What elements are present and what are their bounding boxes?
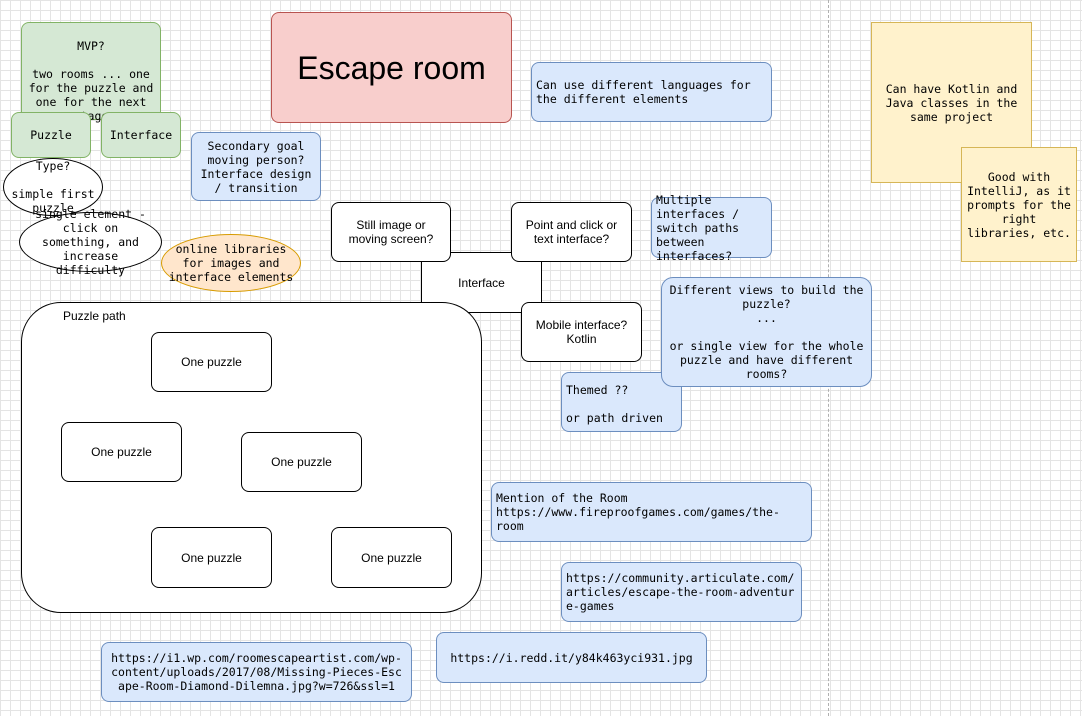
kotlin-java-text: Can have Kotlin and Java classes in the …: [885, 81, 1018, 124]
still-image-node[interactable]: Still image or moving screen?: [331, 202, 451, 262]
articulate-link: https://community.articulate.com/article…: [566, 571, 795, 613]
puzzle-node[interactable]: Puzzle: [11, 112, 91, 158]
interface-label: Interface: [109, 128, 173, 142]
type-ellipse[interactable]: Type? simple first puzzle: [3, 158, 103, 216]
puzzle-node-label: One puzzle: [271, 455, 332, 469]
different-views-text: Different views to build the puzzle? ...…: [669, 283, 864, 381]
wp-link: https://i1.wp.com/roomescapeartist.com/w…: [111, 651, 402, 693]
type-text: Type? simple first puzzle: [11, 159, 95, 215]
intellij-text: Good with IntelliJ, as it prompts for th…: [967, 169, 1071, 240]
mention-room-note[interactable]: Mention of the Room https://www.fireproo…: [491, 482, 812, 542]
secondary-goal-note[interactable]: Secondary goal moving person? Interface …: [191, 132, 321, 201]
redd-note[interactable]: https://i.redd.it/y84k463yci931.jpg: [436, 632, 707, 683]
languages-text: Can use different languages for the diff…: [536, 78, 751, 106]
puzzle-node-1[interactable]: One puzzle: [151, 332, 272, 392]
interface-node[interactable]: Interface: [101, 112, 181, 158]
multiple-interfaces-note[interactable]: Multiple interfaces / switch paths betwe…: [651, 193, 772, 263]
secondary-goal-text: Secondary goal moving person? Interface …: [200, 138, 312, 195]
wp-note[interactable]: https://i1.wp.com/roomescapeartist.com/w…: [101, 642, 412, 702]
mvp-text: MVP? two rooms ... one for the puzzle an…: [28, 39, 154, 123]
multiple-interfaces-text: Multiple interfaces / switch paths betwe…: [656, 192, 740, 263]
mention-room-text: Mention of the Room https://www.fireproo…: [496, 491, 780, 533]
puzzle-label: Puzzle: [30, 128, 72, 142]
point-click-node[interactable]: Point and click or text interface?: [511, 202, 632, 262]
themed-text: Themed ?? or path driven: [566, 383, 663, 425]
puzzle-node-label: One puzzle: [91, 445, 152, 459]
redd-link: https://i.redd.it/y84k463yci931.jpg: [450, 650, 693, 665]
interface-hub-label: Interface: [458, 275, 505, 290]
different-views-note[interactable]: Different views to build the puzzle? ...…: [661, 277, 872, 387]
puzzle-node-5[interactable]: One puzzle: [331, 527, 452, 588]
page-title: Escape room: [297, 49, 486, 86]
puzzle-node-2[interactable]: One puzzle: [61, 422, 182, 482]
themed-note[interactable]: Themed ?? or path driven: [561, 372, 682, 432]
mobile-text: Mobile interface? Kotlin: [535, 318, 628, 346]
articulate-note[interactable]: https://community.articulate.com/article…: [561, 562, 802, 622]
puzzle-node-label: One puzzle: [181, 550, 242, 565]
puzzle-node-label: One puzzle: [361, 550, 422, 565]
single-element-ellipse[interactable]: single element - click on something, and…: [19, 207, 162, 277]
languages-note[interactable]: Can use different languages for the diff…: [531, 62, 772, 122]
puzzle-path-label: Puzzle path: [63, 309, 126, 323]
mobile-node[interactable]: Mobile interface? Kotlin: [521, 302, 642, 362]
title-node[interactable]: Escape room: [271, 12, 512, 123]
intellij-note[interactable]: Good with IntelliJ, as it prompts for th…: [961, 147, 1077, 262]
mvp-note[interactable]: MVP? two rooms ... one for the puzzle an…: [21, 22, 161, 123]
online-libraries-ellipse[interactable]: online libraries for images and interfac…: [161, 234, 301, 292]
still-image-text: Still image or moving screen?: [348, 218, 434, 246]
online-libraries-text: online libraries for images and interfac…: [168, 242, 294, 284]
puzzle-node-4[interactable]: One puzzle: [151, 527, 272, 588]
point-click-text: Point and click or text interface?: [525, 218, 618, 246]
puzzle-node-3[interactable]: One puzzle: [241, 432, 362, 492]
single-element-text: single element - click on something, and…: [35, 207, 146, 277]
puzzle-node-label: One puzzle: [181, 355, 242, 369]
